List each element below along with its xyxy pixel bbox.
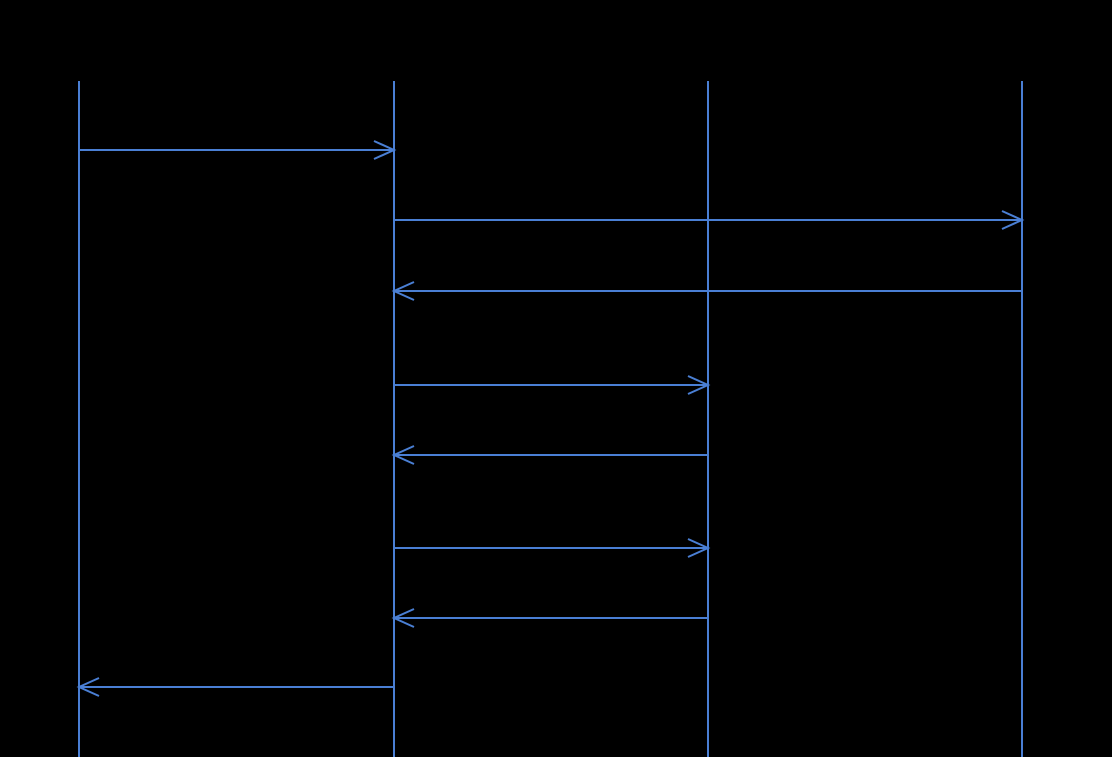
message-arrowhead-5 [391,445,415,465]
message-4 [394,375,711,395]
message-arrowhead-7 [391,608,415,628]
message-5 [391,445,708,465]
message-1 [79,140,397,160]
message-arrowhead-3 [391,281,415,301]
message-6 [394,538,711,558]
message-7 [391,608,708,628]
message-2 [394,210,1025,230]
message-8 [76,677,394,697]
message-arrowhead-2 [1001,210,1025,230]
message-arrowhead-6 [687,538,711,558]
message-arrowhead-1 [373,140,397,160]
message-arrowhead-4 [687,375,711,395]
message-3 [391,281,1022,301]
messages-layer [76,140,1025,697]
participants-layer [78,81,1023,757]
message-arrowhead-8 [76,677,100,697]
